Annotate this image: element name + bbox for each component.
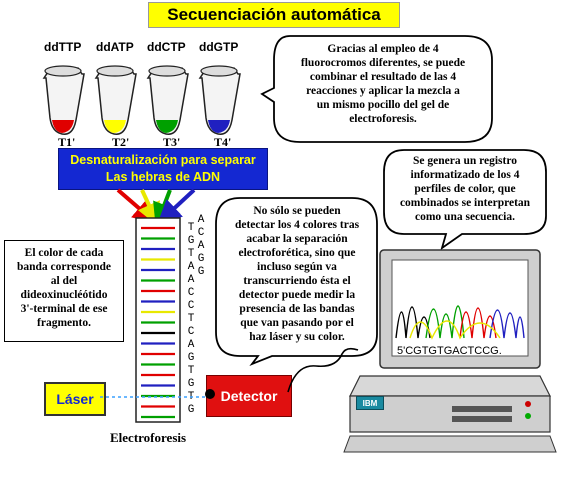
- seq-letter: G: [187, 378, 195, 390]
- seq-letter: A: [187, 274, 195, 286]
- gel-bands: [141, 226, 175, 419]
- color-arrows: [116, 188, 196, 228]
- seq-letter: T: [187, 365, 195, 377]
- seq-letter: T: [187, 222, 195, 234]
- denaturation-line-2: Las hebras de ADN: [105, 170, 221, 184]
- tube-name-ddttp: ddTTP: [44, 40, 82, 54]
- seq-letter: G: [197, 253, 205, 265]
- bubble-computer-text: Se genera un registro informatizado de l…: [386, 154, 544, 224]
- band-color-box: [4, 240, 124, 342]
- tube-ddttp: [42, 65, 85, 135]
- tube-label-t4: T4': [214, 135, 232, 149]
- seq-letter: G: [187, 235, 195, 247]
- bubble-computer-line: informatizado de los 4: [410, 169, 520, 181]
- bubble-top-line: combinar el resultado de las 4: [309, 71, 457, 83]
- tube-label-t3: T3': [163, 135, 181, 149]
- seq-letter: A: [197, 240, 205, 252]
- bubble-computer-line: como una secuencia.: [415, 211, 515, 223]
- band-color-text: El color de cada banda corresponde al de…: [6, 246, 122, 330]
- bubble-computer-line: combinados se interpretan: [399, 197, 531, 209]
- box-line: fragmento.: [37, 317, 91, 329]
- bubble-computer-line: perfiles de color, que: [414, 183, 516, 195]
- bubble-middle-line: transcurriendo ésta el: [243, 275, 351, 287]
- tube-ddatp: [94, 65, 137, 135]
- laser-box: Láser: [44, 382, 106, 416]
- bubble-top-line: reacciones y aplicar la mezcla a: [306, 85, 460, 97]
- seq-letter: G: [197, 266, 205, 278]
- diagram-title: Secuenciación automática: [148, 2, 400, 28]
- seq-letter: C: [187, 326, 195, 338]
- box-line: dideoxinucléótido: [20, 289, 108, 301]
- tube-name-ddctp: ddCTP: [147, 40, 186, 54]
- seq-letter: A: [187, 339, 195, 351]
- bubble-middle-line: presencia de las bandas: [239, 303, 355, 315]
- gel-sequence-left: T G T A A C C T C A G T G T G: [186, 222, 196, 417]
- detector-box: Detector: [206, 375, 292, 417]
- bubble-top-line: Gracias al empleo de 4: [327, 43, 439, 55]
- tube-ddctp: [146, 65, 189, 135]
- computer-icon: [343, 249, 557, 453]
- gel-sequence-right: A C A G G: [196, 214, 206, 279]
- speech-bubble-top: [260, 35, 493, 143]
- seq-letter: T: [187, 248, 195, 260]
- bubble-computer-line: Se genera un registro: [412, 155, 518, 167]
- speech-bubble-computer: [383, 149, 547, 250]
- tube-name-ddgtp: ddGTP: [199, 40, 239, 54]
- arrow-blue: [157, 188, 196, 225]
- seq-letter: C: [197, 227, 205, 239]
- bubble-middle-line: haz láser y su color.: [249, 331, 345, 343]
- seq-letter: T: [187, 313, 195, 325]
- bubble-middle-line: que van pasando por el: [240, 317, 354, 329]
- bubble-middle-line: detector puede medir la: [238, 289, 356, 301]
- box-line: banda corresponde: [16, 261, 112, 273]
- tube-ddgtp: [198, 65, 241, 135]
- bubble-top-line: electroforesis.: [349, 113, 417, 125]
- speech-bubble-middle: [215, 197, 378, 366]
- seq-letter: C: [187, 287, 195, 299]
- box-line: al del: [50, 275, 78, 287]
- tube-label-t2: T2': [112, 135, 130, 149]
- box-line: El color de cada: [24, 247, 104, 259]
- chromatogram-traces: [395, 305, 525, 340]
- seq-letter: C: [187, 300, 195, 312]
- electrophoresis-gel: [135, 217, 181, 423]
- box-line: 3'-terminal de ese: [20, 303, 108, 315]
- tube-label-t1: T1': [58, 135, 76, 149]
- bubble-middle-line: incluso según va: [257, 261, 337, 273]
- test-tubes: [42, 65, 241, 135]
- screen-sequence: 5'CGTGTGACTCCG.: [397, 345, 502, 357]
- bubble-middle-text: No sólo se pueden detectar los 4 colores…: [216, 204, 378, 344]
- bubble-top-text: Gracias al empleo de 4 fluorocromos dife…: [274, 42, 492, 126]
- bubble-middle-line: electroforética, sino que: [238, 247, 356, 259]
- seq-letter: G: [187, 404, 195, 416]
- tube-name-ddatp: ddATP: [96, 40, 134, 54]
- bubble-middle-line: acabar la separación: [246, 233, 348, 245]
- denaturation-line-1: Desnaturalización para separar: [70, 153, 256, 167]
- detector-lens-icon: [205, 389, 215, 399]
- detector-cable: [287, 347, 359, 393]
- electrophoresis-label: Electroforesis: [110, 430, 187, 445]
- seq-letter: A: [197, 214, 205, 226]
- bubble-middle-line: No sólo se pueden: [253, 205, 341, 217]
- bubble-middle-line: detectar los 4 colores tras: [234, 219, 360, 231]
- seq-letter: G: [187, 352, 195, 364]
- bubble-top-line: un mismo pocillo del gel de: [316, 99, 450, 111]
- seq-letter: A: [187, 261, 195, 273]
- denaturation-box: Desnaturalización para separar Las hebra…: [58, 148, 268, 190]
- laser-beam: [100, 396, 206, 398]
- arrow-yellow: [138, 189, 160, 227]
- ibm-logo: IBM: [356, 396, 384, 410]
- bubble-top-line: fluorocromos diferentes, se puede: [300, 57, 466, 69]
